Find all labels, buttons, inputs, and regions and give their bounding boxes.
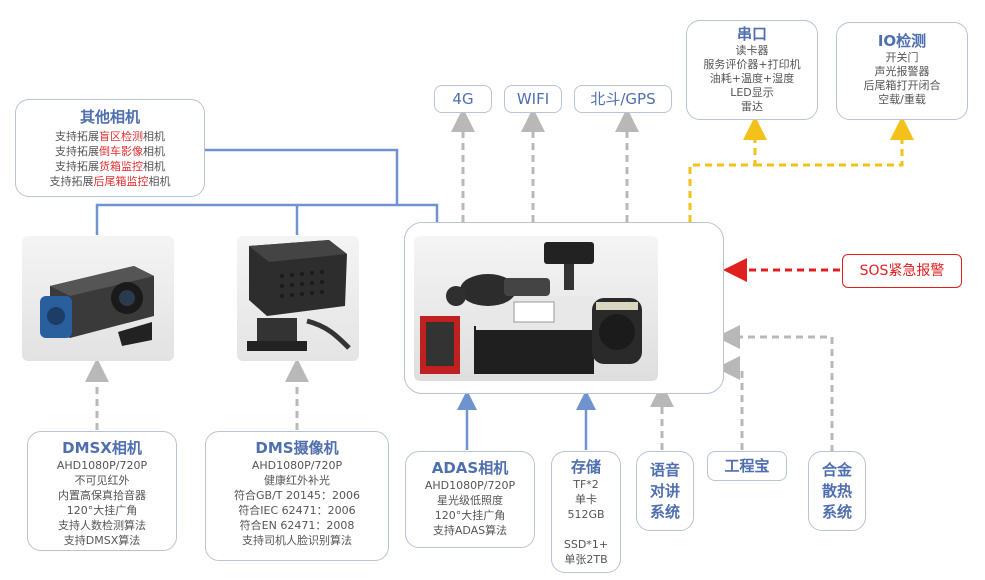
- sos-label: SOS紧急报警: [859, 263, 945, 279]
- dmsx-line: AHD1080P/720P: [56, 459, 148, 472]
- module-wifi: WIFI: [504, 85, 562, 113]
- storage-line: 单卡: [575, 493, 597, 506]
- io-title: IO检测: [877, 32, 927, 50]
- dms-title: DMS摄像机: [255, 439, 339, 457]
- dms-line: 符合GB/T 20145：2006: [234, 489, 360, 502]
- adas-line: 支持ADAS算法: [432, 524, 508, 537]
- gray-camera-arrows: [85, 358, 309, 430]
- dms-line: 符合EN 62471：2008: [239, 519, 355, 532]
- voice-line: 系统: [649, 503, 680, 521]
- voice-box: 语音 对讲 系统: [636, 451, 694, 531]
- serial-line: 油耗+温度+湿度: [709, 72, 795, 85]
- serial-line: LED显示: [730, 86, 774, 99]
- adas-line: 120°大挂广角: [434, 509, 506, 522]
- other-camera-line: 支持拓展后尾箱监控相机: [49, 175, 171, 188]
- other-camera-line: 支持拓展盲区检测相机: [55, 130, 165, 143]
- blue-input-arrows: [457, 390, 596, 450]
- adas-title: ADAS相机: [431, 459, 509, 477]
- storage-line: TF*2: [573, 478, 599, 491]
- storage-line: 单张2TB: [564, 553, 608, 566]
- dms-camera-image: [237, 236, 359, 361]
- module-wifi-label: WIFI: [516, 90, 550, 108]
- dms-line: 支持司机人脸识别算法: [242, 534, 352, 547]
- dms-line: AHD1080P/720P: [251, 459, 343, 472]
- dms-box: DMS摄像机 AHD1080P/720P 健康红外补光 符合GB/T 20145…: [205, 431, 389, 561]
- alloy-box: 合金 散热 系统: [808, 451, 866, 531]
- blue-camera-bus: [95, 148, 439, 235]
- dmsx-line: 120°大挂广角: [66, 504, 138, 517]
- dms-line: 符合IEC 62471：2006: [238, 504, 356, 517]
- module-gps-label: 北斗/GPS: [590, 90, 656, 108]
- storage-line: [552, 522, 620, 537]
- dmsx-line: 支持DMSX算法: [63, 534, 141, 547]
- storage-line: SSD*1+: [563, 538, 609, 551]
- yellow-serial-io-lines: [688, 116, 914, 222]
- other-camera-line: 支持拓展货箱监控相机: [55, 160, 165, 173]
- io-line: 空载/重载: [878, 93, 926, 106]
- sos-box: SOS紧急报警: [842, 254, 962, 288]
- alloy-line: 散热: [821, 482, 852, 500]
- other-camera-line: 支持拓展倒车影像相机: [55, 145, 165, 158]
- adas-box: ADAS相机 AHD1080P/720P 星光级低照度 120°大挂广角 支持A…: [405, 451, 535, 548]
- other-camera-title: 其他相机: [79, 108, 140, 126]
- io-line: 后尾箱打开闭合: [863, 79, 941, 92]
- gray-right-inputs: [650, 325, 834, 452]
- dmsx-box: DMSX相机 AHD1080P/720P 不可见红外 内置高保真拾音器 120°…: [27, 431, 177, 551]
- storage-line: 512GB: [567, 508, 605, 521]
- serial-title: 串口: [736, 25, 767, 43]
- storage-box: 存储 TF*2 单卡 512GB SSD*1+ 单张2TB: [551, 451, 621, 573]
- module-4g: 4G: [434, 85, 492, 113]
- serial-box: 串口 读卡器 服务评价器+打印机 油耗+温度+湿度 LED显示 雷达: [686, 20, 818, 120]
- dmsx-camera-image: [22, 236, 174, 361]
- engineer-title: 工程宝: [724, 457, 770, 475]
- dmsx-title: DMSX相机: [62, 439, 142, 457]
- gray-up-arrows: [451, 108, 639, 222]
- serial-line: 读卡器: [735, 44, 769, 57]
- serial-line: 雷达: [741, 100, 763, 113]
- adas-line: 星光级低照度: [437, 494, 503, 507]
- storage-title: 存储: [570, 458, 601, 476]
- main-device-image: [414, 236, 658, 381]
- dms-line: 健康红外补光: [264, 474, 330, 487]
- adas-line: AHD1080P/720P: [424, 479, 516, 492]
- module-4g-label: 4G: [452, 90, 474, 108]
- dmsx-line: 支持人数检测算法: [58, 519, 146, 532]
- io-box: IO检测 开关门 声光报警器 后尾箱打开闭合 空载/重载: [836, 22, 968, 120]
- alloy-line: 合金: [821, 461, 852, 479]
- engineer-box: 工程宝: [707, 451, 787, 481]
- serial-line: 服务评价器+打印机: [703, 58, 801, 71]
- module-gps: 北斗/GPS: [574, 85, 672, 113]
- dmsx-line: 不可见红外: [74, 474, 130, 487]
- alloy-line: 系统: [821, 503, 852, 521]
- voice-line: 语音: [649, 461, 680, 479]
- io-line: 开关门: [885, 51, 919, 64]
- other-camera-box: 其他相机 支持拓展盲区检测相机 支持拓展倒车影像相机 支持拓展货箱监控相机 支持…: [15, 99, 205, 197]
- io-line: 声光报警器: [874, 65, 930, 78]
- voice-line: 对讲: [649, 482, 680, 500]
- dmsx-line: 内置高保真拾音器: [58, 489, 146, 502]
